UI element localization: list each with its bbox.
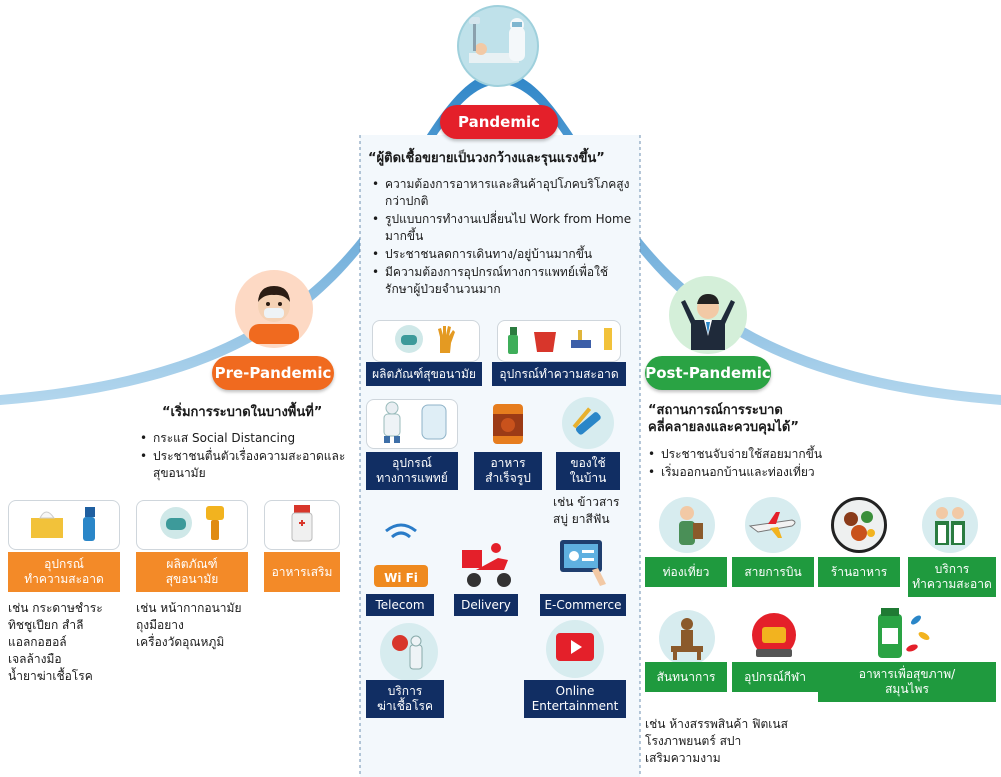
spray-bottle-icon <box>505 323 521 359</box>
pre-pandemic-quote: “เริ่มการระบาดในบางพื้นที่” <box>162 405 323 420</box>
delivery-scooter-icon <box>458 540 518 590</box>
pandemic-bullet-1: ความต้องการอาหารและสินค้าอุปโภคบริโภคสูง… <box>372 176 634 210</box>
toothpaste-icon <box>562 397 614 449</box>
spray-bottle-icon <box>78 503 100 547</box>
hygiene-products-label: ผลิตภัณฑ์สุขอนามัย <box>366 362 482 386</box>
bucket-icon <box>531 324 559 358</box>
pre-bullet-1: กระแส Social Distancing <box>140 430 355 447</box>
recreation-icon <box>659 610 715 666</box>
sponge-icon <box>603 326 613 356</box>
pre-supplement-card <box>264 500 340 550</box>
pandemic-quote: “ผู้ติดเชื้อขยายเป็นวงกว้างและรุนแรงขึ้น… <box>368 151 605 166</box>
pre-hygiene-examples: เช่น หน้ากากอนามัย ถุงมือยาง เครื่องวัดอ… <box>136 601 242 649</box>
tablet-shopping-icon <box>552 536 612 590</box>
household-items-label: ของใช้ ในบ้าน <box>556 452 620 490</box>
hygiene-products-card <box>372 320 480 362</box>
glove-icon <box>434 323 458 359</box>
pandemic-bullet-2: รูปแบบการทำงานเปลี่ยนไป Work from Home ม… <box>372 211 634 245</box>
ecommerce-label: E-Commerce <box>540 594 626 616</box>
cleaning-supplies-card <box>497 320 621 362</box>
disinfection-icon <box>380 623 438 681</box>
pandemic-title: Pandemic <box>440 105 558 139</box>
pre-bullet-2: ประชาชนตื่นตัวเรื่องความสะอาดและสุขอนามั… <box>140 448 355 482</box>
airline-label: สายการบิน <box>732 557 814 587</box>
post-pandemic-title: Post-Pandemic <box>645 356 771 390</box>
traveler-icon <box>659 497 715 553</box>
masked-person-icon <box>235 270 313 348</box>
restaurant-label: ร้านอาหาร <box>818 557 900 587</box>
canned-food-icon <box>484 399 532 449</box>
cleaning-supplies-label: อุปกรณ์ทำความสะอาด <box>492 362 626 386</box>
pre-cleaning-card <box>8 500 120 550</box>
pandemic-bullets: ความต้องการอาหารและสินค้าอุปโภคบริโภคสูง… <box>372 176 634 299</box>
pandemic-bullet-4: มีความต้องการอุปกรณ์ทางการแพทย์เพื่อใช้ร… <box>372 264 634 298</box>
tourism-label: ท่องเที่ยว <box>645 557 727 587</box>
pre-supplement-label: อาหารเสริม <box>264 552 340 592</box>
post-bullet-2: เริ่มออกนอกบ้านและท่องเที่ยว <box>648 464 888 481</box>
pre-pandemic-bullets: กระแส Social Distancing ประชาชนตื่นตัวเร… <box>140 430 355 483</box>
post-pandemic-bullets: ประชาชนจับจ่ายใช้สอยมากขึ้น เริ่มออกนอกบ… <box>648 446 888 482</box>
airplane-icon <box>745 497 801 553</box>
disinfection-service-label: บริการ ฆ่าเชื้อโรค <box>366 680 444 718</box>
ppe-suit-icon <box>375 400 409 448</box>
household-examples: เช่น ข้าวสาร สบู่ ยาสีฟัน <box>553 495 620 526</box>
post-recreation-examples: เช่น ห้างสรรพสินค้า ฟิตเนส โรงภาพยนตร์ ส… <box>645 717 788 765</box>
delivery-label: Delivery <box>454 594 518 616</box>
video-play-icon <box>546 620 604 678</box>
mask-icon <box>394 324 424 358</box>
pandemic-bullet-3: ประชาชนลดการเดินทาง/อยู่บ้านมากขึ้น <box>372 246 634 263</box>
pre-cleaning-examples: เช่น กระดาษชำระ ทิชชูเปียก สำลี แอลกอฮอล… <box>8 601 103 683</box>
ready-meals-label: อาหาร สำเร็จรูป <box>474 452 542 490</box>
post-bullet-1: ประชาชนจับจ่ายใช้สอยมากขึ้น <box>648 446 888 463</box>
mask-icon <box>158 505 194 545</box>
brush-icon <box>569 328 593 354</box>
sports-equipment-icon <box>745 608 803 662</box>
online-entertainment-label: Online Entertainment <box>524 680 626 718</box>
cheering-businessman-icon <box>669 276 747 354</box>
post-pandemic-quote: “สถานการณ์การระบาด คลี่คลายลงและควบคุมได… <box>648 403 799 435</box>
face-shield-icon <box>419 402 449 446</box>
pre-hygiene-label: ผลิตภัณฑ์ สุขอนามัย <box>136 552 248 592</box>
food-plate-icon <box>831 497 887 553</box>
pre-cleaning-label: อุปกรณ์ ทำความสะอาด <box>8 552 120 592</box>
recreation-label: สันทนาการ <box>645 662 727 692</box>
cleaning-staff-icon <box>922 497 978 553</box>
tissue-box-icon <box>28 506 68 544</box>
sports-equipment-label: อุปกรณ์กีฬา <box>732 662 818 692</box>
telecom-label: Telecom <box>366 594 434 616</box>
health-food-icon <box>868 602 936 662</box>
wifi-text: Wi Fi <box>384 571 418 585</box>
pre-pandemic-title: Pre-Pandemic <box>212 356 334 390</box>
supplement-bottle-icon <box>289 503 315 547</box>
medical-equipment-label: อุปกรณ์ ทางการแพทย์ <box>366 452 458 490</box>
medical-equipment-card <box>366 399 458 449</box>
health-food-label: อาหารเพื่อสุขภาพ/ สมุนไพร <box>818 662 996 702</box>
hospital-scene-icon <box>457 5 539 87</box>
wifi-icon <box>372 513 430 591</box>
thermometer-icon <box>204 504 226 546</box>
cleaning-service-label: บริการ ทำความสะอาด <box>908 557 996 597</box>
pre-hygiene-card <box>136 500 248 550</box>
